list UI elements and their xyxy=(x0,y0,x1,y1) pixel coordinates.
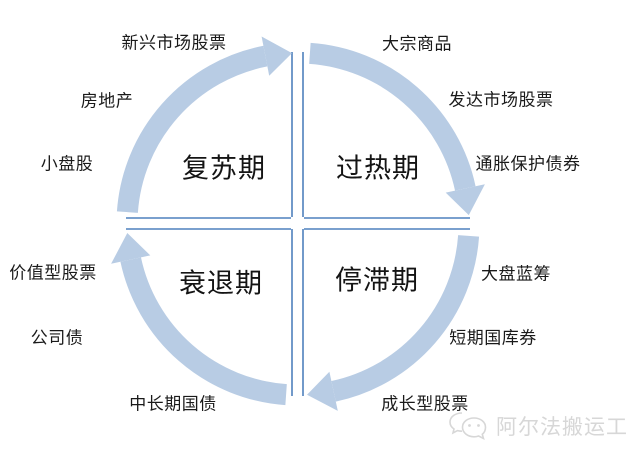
asset-label-value-stocks: 价值型股票 xyxy=(9,263,97,283)
stagnation-arrowhead-icon xyxy=(307,371,338,411)
asset-label-small-cap-stocks: 小盘股 xyxy=(40,154,94,174)
quadrant-label-recession: 衰退期 xyxy=(179,268,263,299)
watermark-text: 阿尔法搬运工 xyxy=(496,415,628,439)
chat-bubbles-logo-icon xyxy=(449,412,487,441)
cycle-arrows xyxy=(111,36,485,411)
stagnation-arc xyxy=(331,235,480,402)
recovery-arc xyxy=(116,45,268,213)
asset-label-emerging-market-stocks: 新兴市场股票 xyxy=(121,33,227,53)
asset-label-inflation-protected-bonds: 通胀保护债券 xyxy=(475,154,581,174)
asset-label-mid-long-term-government-bonds: 中长期国债 xyxy=(129,394,217,414)
quadrant-label-stagnation: 停滞期 xyxy=(335,265,419,296)
recovery-arrowhead-icon xyxy=(261,36,292,76)
asset-label-large-cap-blue-chips: 大盘蓝筹 xyxy=(481,264,551,284)
asset-label-developed-market-stocks: 发达市场股票 xyxy=(448,90,554,110)
recession-arc xyxy=(120,257,287,406)
overheat-arrowhead-icon xyxy=(445,184,485,216)
asset-label-corporate-bonds: 公司债 xyxy=(30,328,84,348)
watermark: 阿尔法搬运工 xyxy=(448,410,628,442)
recession-arrowhead-icon xyxy=(111,233,151,264)
overheat-arc xyxy=(309,42,476,191)
quadrant-label-recovery: 复苏期 xyxy=(182,153,266,184)
asset-label-short-term-treasury-bills: 短期国库券 xyxy=(449,328,537,348)
asset-label-growth-stocks: 成长型股票 xyxy=(381,394,469,414)
cross-axes xyxy=(126,52,470,396)
asset-label-real-estate: 房地产 xyxy=(80,91,134,111)
quadrant-label-overheat: 过热期 xyxy=(336,153,420,184)
asset-label-commodities: 大宗商品 xyxy=(382,34,452,54)
